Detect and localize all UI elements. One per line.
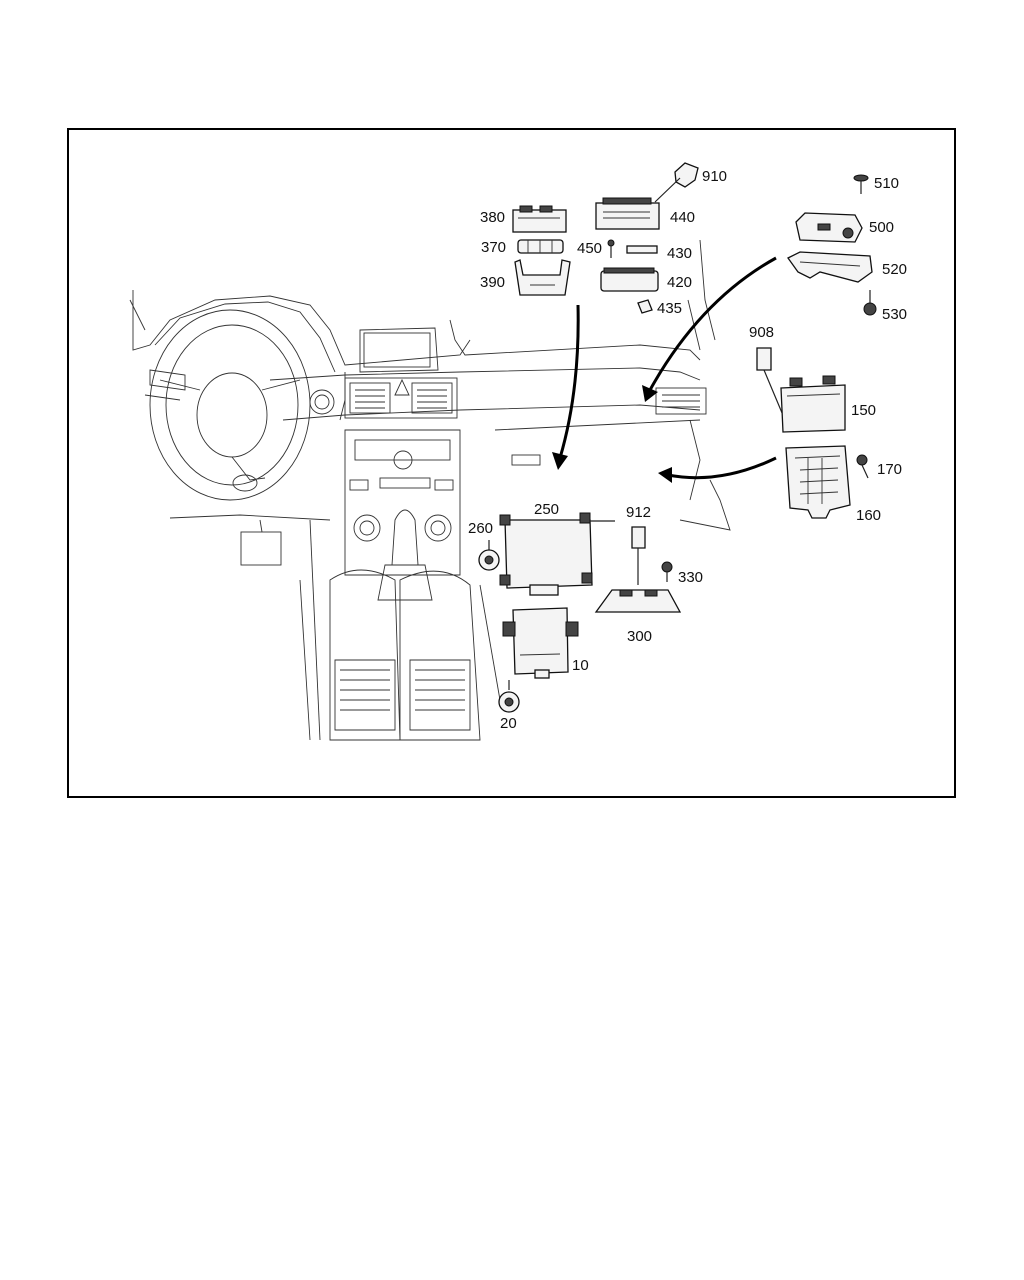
label-435: 435 (657, 300, 682, 317)
label-530: 530 (882, 306, 907, 323)
label-380: 380 (480, 209, 505, 226)
label-170: 170 (877, 461, 902, 478)
part-150-module (780, 375, 846, 433)
part-500-module (795, 212, 863, 243)
parts (478, 162, 877, 713)
diagram-frame (67, 128, 956, 798)
part-390-bracket (514, 259, 571, 296)
label-160: 160 (856, 507, 881, 524)
part-250-control-unit (499, 512, 615, 596)
label-300: 300 (627, 628, 652, 645)
label-150: 150 (851, 402, 876, 419)
label-500: 500 (869, 219, 894, 236)
part-170-screw (856, 454, 869, 479)
part-420-unit (600, 267, 659, 292)
part-530-screw (863, 290, 877, 316)
dashboard-drawing (129, 239, 731, 741)
part-370-switch (517, 239, 564, 254)
label-10: 10 (572, 657, 589, 674)
part-440-control-panel (595, 177, 681, 230)
part-430-strip (626, 245, 658, 254)
part-260-nut (478, 540, 500, 571)
part-435-clip (637, 299, 653, 314)
label-330: 330 (678, 569, 703, 586)
part-510-screw (853, 174, 869, 194)
label-260: 260 (468, 520, 493, 537)
label-250: 250 (534, 501, 559, 518)
part-912-connector (631, 526, 646, 549)
label-20: 20 (500, 715, 517, 732)
part-380-switch (512, 205, 567, 233)
label-440: 440 (670, 209, 695, 226)
part-20-nut (498, 680, 520, 713)
part-450-screw (607, 239, 615, 258)
label-420: 420 (667, 274, 692, 291)
label-520: 520 (882, 261, 907, 278)
label-912: 912 (626, 504, 651, 521)
part-520-bracket (787, 251, 873, 283)
label-430: 430 (667, 245, 692, 262)
assembly-arrows (552, 256, 777, 483)
part-908-connector (756, 347, 772, 371)
label-370: 370 (481, 239, 506, 256)
label-390: 390 (480, 274, 505, 291)
part-330-screw (661, 561, 673, 582)
label-450: 450 (577, 240, 602, 257)
label-510: 510 (874, 175, 899, 192)
part-300-bracket (594, 589, 682, 613)
label-910: 910 (702, 168, 727, 185)
label-908: 908 (749, 324, 774, 341)
part-10-control-unit (502, 607, 579, 679)
part-160-bracket (785, 445, 851, 519)
part-labels: 910 510 380 440 500 370 450 430 520 390 … (468, 168, 907, 732)
part-910-connector (674, 162, 699, 188)
